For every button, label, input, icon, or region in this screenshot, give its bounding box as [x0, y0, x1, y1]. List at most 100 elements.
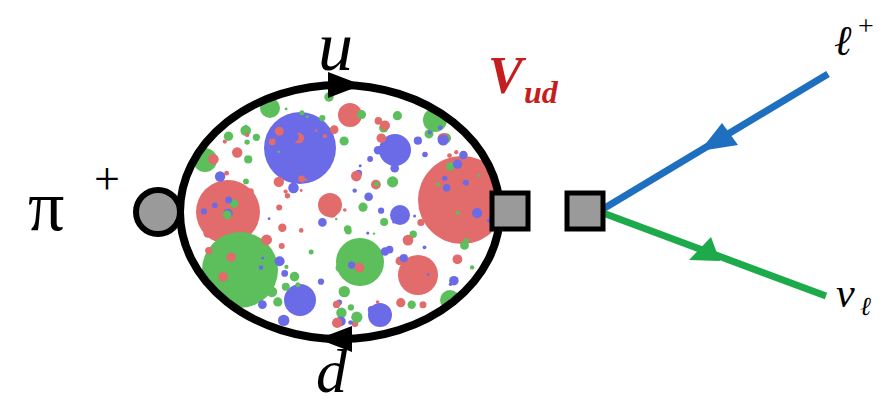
texture-dot: [366, 232, 369, 235]
texture-dot: [319, 115, 325, 121]
texture-dot: [359, 164, 362, 167]
texture-dot: [327, 207, 338, 218]
texture-dot: [298, 176, 305, 183]
texture-dot: [275, 256, 285, 266]
texture-dot: [417, 219, 424, 226]
texture-dot: [459, 151, 468, 160]
texture-dot: [377, 133, 387, 143]
texture-dot: [241, 206, 245, 210]
texture-dot: [422, 152, 428, 158]
texture-dot: [215, 171, 225, 181]
texture-dot: [375, 305, 380, 310]
texture-dot: [420, 301, 427, 308]
lepton-line: [603, 74, 828, 209]
texture-dot: [212, 202, 218, 208]
texture-dot: [428, 130, 432, 134]
texture-dot: [472, 208, 482, 218]
texture-dot: [351, 312, 362, 323]
texture-dot: [244, 155, 252, 163]
texture-dot: [266, 286, 277, 297]
texture-dot: [245, 132, 250, 137]
texture-dot: [456, 211, 460, 215]
quark-label: d: [316, 340, 347, 402]
texture-dot: [380, 218, 388, 226]
texture-dot: [318, 279, 324, 285]
texture-dot: [318, 218, 327, 227]
texture-dot: [279, 243, 285, 249]
texture-dot: [358, 239, 363, 244]
texture-dot: [330, 125, 339, 134]
ckm-symbol: V: [488, 50, 523, 102]
texture-dot: [203, 229, 212, 238]
texture-dot: [478, 174, 481, 177]
texture-dot: [447, 153, 452, 158]
texture-dot: [216, 182, 224, 190]
texture-dot: [443, 184, 451, 192]
texture-dot: [453, 160, 462, 169]
texture-dot: [315, 142, 325, 152]
texture-dot: [357, 110, 366, 119]
texture-dot: [300, 189, 303, 192]
ckm-subscript: ud: [524, 76, 558, 108]
texture-dot: [284, 189, 288, 193]
texture-dot: [227, 253, 236, 262]
texture-dot: [282, 172, 290, 180]
texture-dot: [368, 306, 375, 313]
texture-dot: [295, 282, 300, 287]
pion-vertex: [136, 190, 180, 234]
quark-label: u: [318, 12, 353, 82]
texture-dot: [373, 232, 375, 234]
texture-dot: [274, 177, 284, 187]
texture-dot: [261, 257, 264, 260]
texture-dot: [423, 180, 432, 189]
texture-dot: [348, 304, 354, 310]
texture-dot: [454, 150, 458, 154]
texture-dot: [282, 283, 290, 291]
texture-dot: [380, 121, 390, 131]
texture-dot: [340, 136, 349, 145]
texture-dot: [336, 264, 344, 272]
texture-dot: [393, 111, 402, 120]
texture-dot: [205, 247, 212, 254]
texture-dot: [353, 188, 357, 192]
texture-dot: [243, 179, 249, 185]
charge-superscript: +: [858, 12, 874, 40]
texture-dot: [367, 156, 373, 162]
texture-dot: [348, 261, 355, 268]
texture-dot: [364, 193, 373, 202]
texture-dot: [374, 146, 383, 155]
texture-dot: [449, 276, 459, 286]
texture-dot: [351, 171, 362, 182]
texture-dot: [386, 246, 394, 254]
texture-dot: [225, 197, 232, 204]
texture-dot: [388, 180, 392, 184]
particle-symbol: π: [28, 170, 64, 242]
texture-dot: [223, 211, 232, 220]
flavour-subscript: ℓ: [860, 294, 871, 320]
texture-dot: [278, 150, 281, 153]
texture-dot: [348, 320, 353, 325]
texture-dot: [438, 125, 443, 130]
texture-dot: [273, 297, 282, 306]
texture-dot: [224, 171, 229, 176]
texture-dot: [258, 300, 267, 309]
texture-dot: [238, 238, 249, 249]
texture-dot: [288, 183, 299, 194]
texture-dot: [436, 183, 440, 187]
texture-dot: [253, 134, 260, 141]
texture-dot: [470, 265, 474, 269]
texture-dot: [285, 108, 288, 111]
texture-dot: [374, 181, 379, 186]
texture-dot: [259, 265, 264, 270]
texture-dot: [427, 273, 430, 276]
texture-dot: [284, 265, 288, 269]
texture-dot: [281, 270, 288, 277]
texture-dot: [413, 214, 416, 217]
texture-dot: [343, 208, 347, 212]
texture-dot: [289, 132, 299, 142]
texture-dot: [290, 272, 300, 282]
texture-dot: [232, 147, 242, 157]
texture-dot: [371, 180, 381, 190]
